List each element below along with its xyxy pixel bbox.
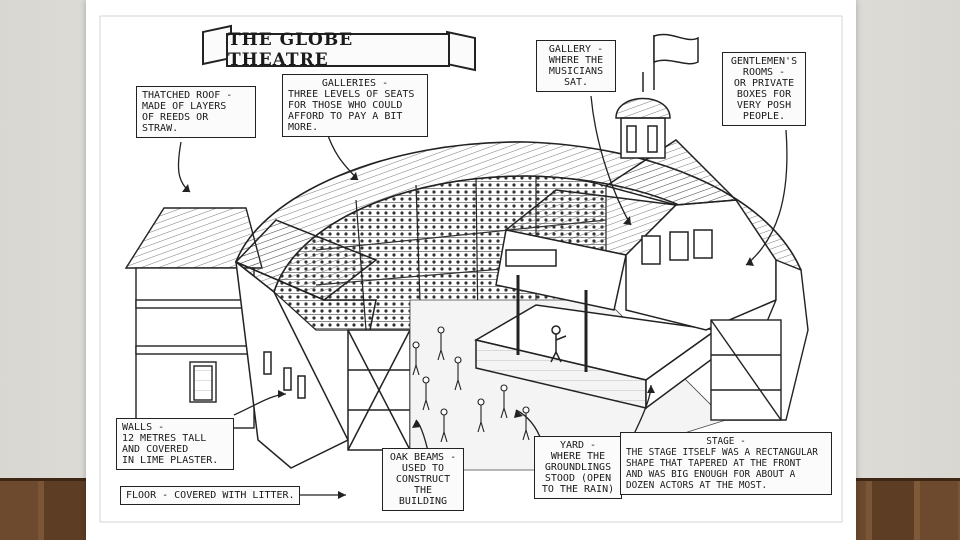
- label-line: the building: [388, 485, 458, 507]
- diagram-title: THE GLOBE THEATRE: [226, 33, 450, 67]
- label-line: dozen actors at the most.: [626, 480, 826, 491]
- label-line: GALLERIES -: [288, 78, 422, 89]
- label-line: boxes for: [728, 89, 800, 100]
- label-line: and was big enough for about a: [626, 469, 826, 480]
- title-scroll-right: [446, 31, 476, 71]
- label-line: sat.: [542, 77, 610, 88]
- label-line: GALLERY -: [542, 44, 610, 55]
- label-floor: FLOOR - Covered with litter.: [120, 486, 300, 505]
- label-line: Or private: [728, 78, 800, 89]
- label-line: to the rain): [540, 484, 616, 495]
- label-walls: WALLS - 12 metres tall and covered in li…: [116, 418, 234, 470]
- label-line: Three levels of seats: [288, 89, 422, 100]
- slide: THE GLOBE THEATRE THATCHED ROOF - Made o…: [86, 0, 856, 540]
- label-stage: STAGE - The stage itself was a rectangul…: [620, 432, 832, 495]
- label-line: WALLS -: [122, 422, 228, 433]
- label-line: stood (open: [540, 473, 616, 484]
- label-line: for those who could: [288, 100, 422, 111]
- label-line: STAGE -: [626, 436, 826, 447]
- label-galleries: GALLERIES - Three levels of seats for th…: [282, 74, 428, 137]
- label-line: Where the: [540, 451, 616, 462]
- label-line: of reeds or straw.: [142, 112, 250, 134]
- label-line: ROOMS -: [728, 67, 800, 78]
- label-thatched-roof: THATCHED ROOF - Made of layers of reeds …: [136, 86, 256, 138]
- label-line: Where the: [542, 55, 610, 66]
- label-line: YARD -: [540, 440, 616, 451]
- label-line: groundlings: [540, 462, 616, 473]
- label-line: musicians: [542, 66, 610, 77]
- label-line: afford to pay a bit more.: [288, 111, 422, 133]
- label-line: construct: [388, 474, 458, 485]
- label-line: OAK BEAMS -: [388, 452, 458, 463]
- label-line: Made of layers: [142, 101, 250, 112]
- tiring-house-left: [126, 208, 262, 428]
- label-line: FLOOR - Covered with litter.: [126, 490, 294, 501]
- label-line: 12 metres tall: [122, 433, 228, 444]
- label-line: GENTLEMEN'S: [728, 56, 800, 67]
- label-line: in lime plaster.: [122, 455, 228, 466]
- label-line: shape that tapered at the front: [626, 458, 826, 469]
- label-line: The stage itself was a rectangular: [626, 447, 826, 458]
- label-gallery: GALLERY - Where the musicians sat.: [536, 40, 616, 92]
- label-line: people.: [728, 111, 800, 122]
- label-gentlemens-rooms: GENTLEMEN'S ROOMS - Or private boxes for…: [722, 52, 806, 126]
- label-line: and covered: [122, 444, 228, 455]
- label-oak-beams: OAK BEAMS - Used to construct the buildi…: [382, 448, 464, 511]
- label-line: Used to: [388, 463, 458, 474]
- label-line: very posh: [728, 100, 800, 111]
- label-yard: YARD - Where the groundlings stood (open…: [534, 436, 622, 499]
- label-line: THATCHED ROOF -: [142, 90, 250, 101]
